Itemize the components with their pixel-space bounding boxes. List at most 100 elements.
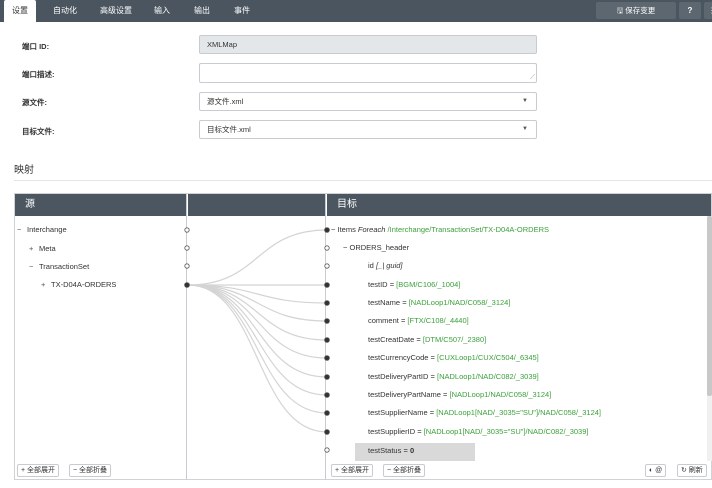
target-field-expression: [BGM/C106/_1004] (396, 280, 461, 289)
port-description-textarea[interactable]: ⟋ (199, 63, 537, 83)
connector-port (324, 282, 330, 288)
tab-input[interactable]: 输入 (154, 6, 170, 15)
target-field-name: testSupplierID (368, 427, 416, 436)
tree-node-interchange[interactable]: −Interchange (17, 225, 67, 234)
target-field-expression: [NADLoop1/NAD/C058/_3124] (449, 390, 552, 399)
save-icon: 🖫 (616, 6, 624, 15)
target-field-test-status[interactable]: testStatus = 0 (368, 446, 415, 455)
help-button[interactable]: ? (679, 2, 701, 19)
port-id-field: XMLMap (199, 35, 537, 54)
pane-divider (186, 194, 187, 480)
target-field-row[interactable]: testDeliveryPartID = [NADLoop1/NAD/C082/… (368, 372, 539, 381)
expand-icon[interactable]: + (41, 280, 46, 289)
target-field-row[interactable]: comment = [FTX/C108/_4440] (368, 316, 469, 325)
tree-node-label: Meta (39, 244, 56, 253)
tree-node-label: TransactionSet (39, 262, 90, 271)
top-tab-bar: 设置 自动化 高级设置 输入 输出 事件 🖫 保存变更 ? ⋮ (0, 0, 712, 22)
target-scrollbar-thumb[interactable] (707, 216, 712, 396)
connector-port (324, 318, 330, 324)
connector-port (324, 337, 330, 343)
expand-all-button[interactable]: + 全部展开 (17, 464, 60, 477)
more-menu-button[interactable]: ⋮ (704, 2, 712, 19)
target-field-row[interactable]: testSupplierID = [NADLoop1[NAD/_3035="SU… (368, 427, 589, 436)
target-field-expression: [NADLoop1[NAD/_3035="SU"]/NAD/C058/_3124… (436, 408, 601, 417)
connector-line (187, 284, 328, 378)
collapse-all-button[interactable]: − 全部折叠 (383, 464, 426, 477)
connector-port (324, 392, 330, 398)
connector-port (184, 227, 190, 233)
section-divider (14, 180, 712, 181)
mapping-section-title: 映射 (14, 165, 34, 176)
tree-node-tx-d04a-orders[interactable]: +TX-D04A-ORDERS (41, 280, 116, 289)
target-file-select[interactable]: 目标文件.xml ▼ (199, 120, 537, 139)
connector-port (184, 263, 190, 269)
collapse-icon[interactable]: − (29, 262, 34, 271)
target-node-items[interactable]: − Items Foreach /Interchange/Transaction… (327, 221, 710, 239)
collapse-icon[interactable]: − (343, 243, 348, 252)
tab-settings[interactable]: 设置 (4, 0, 36, 22)
collapse-icon[interactable]: − (331, 225, 336, 234)
connector-port (324, 355, 330, 361)
selected-row-highlight (355, 443, 475, 461)
connector-port (184, 282, 190, 288)
connector-port (324, 263, 330, 269)
connector-port (184, 245, 190, 251)
tab-output[interactable]: 输出 (194, 6, 210, 15)
tree-node-transactionset[interactable]: −TransactionSet (29, 262, 89, 271)
help-icon: ? (687, 6, 693, 15)
connector-port (324, 227, 330, 233)
tree-node-meta[interactable]: + Meta (29, 244, 56, 253)
target-field-row[interactable]: testName = [NADLoop1/NAD/C058/_3124] (368, 298, 511, 307)
expand-all-button[interactable]: + 全部展开 (331, 464, 374, 477)
foreach-path: /Interchange/TransactionSet/TX-D04A-ORDE… (387, 225, 549, 234)
connector-line (187, 284, 328, 341)
target-node-orders-header[interactable]: − ORDERS_header (327, 239, 710, 257)
connector-line (187, 284, 328, 414)
connector-port (324, 410, 330, 416)
save-changes-button[interactable]: 🖫 保存变更 (596, 2, 676, 19)
expand-icon[interactable]: + (29, 244, 34, 253)
save-changes-label: 保存变更 (625, 6, 656, 15)
connector-port (324, 245, 330, 251)
target-field-expression: [NADLoop1/NAD/C058/_3124] (408, 298, 511, 307)
target-field-name: testName (368, 298, 401, 307)
target-field-row[interactable]: testID = [BGM/C106/_1004] (368, 280, 461, 289)
target-field-row[interactable]: testDeliveryPartName = [NADLoop1/NAD/C05… (368, 390, 552, 399)
collapse-icon[interactable]: − (17, 225, 22, 234)
target-field-expression: 0 (409, 446, 415, 455)
target-field-name: id (368, 261, 374, 270)
connector-line (187, 284, 328, 322)
port-id-value: XMLMap (207, 40, 238, 49)
tab-automation[interactable]: 自动化 (53, 6, 77, 15)
target-field-row[interactable]: testSupplierName = [NADLoop1[NAD/_3035="… (368, 408, 601, 417)
target-field-name: testSupplierName (368, 408, 428, 417)
tab-events[interactable]: 事件 (234, 6, 250, 15)
resize-handle-icon[interactable]: ⟋ (530, 74, 535, 81)
target-pane-title: 目标 (337, 199, 357, 210)
connector-line (187, 284, 328, 359)
target-field-row[interactable]: testCreatDate = [DTM/C507/_2380] (368, 335, 487, 344)
tab-advanced-settings[interactable]: 高级设置 (100, 6, 132, 15)
connector-port (324, 429, 330, 435)
connector-port (324, 300, 330, 306)
target-field-name: testDeliveryPartName (368, 390, 441, 399)
target-field-id[interactable]: id [_| guid] (327, 257, 710, 275)
connector-line (187, 229, 328, 286)
refresh-button[interactable]: ↻ 刷新 (677, 464, 707, 477)
connector-port (324, 447, 330, 453)
target-field-expression: [NADLoop1/NAD/C082/_3039] (437, 372, 539, 381)
view-toggle-button[interactable]: ◐ @ (645, 464, 667, 477)
target-field-name: testCreatDate (368, 335, 415, 344)
source-file-label: 源文件: (22, 98, 47, 107)
port-description-label: 端口描述: (22, 70, 55, 79)
target-pane-header: 目标 (327, 194, 711, 216)
port-id-label: 端口 ID: (22, 42, 50, 51)
target-field-row[interactable]: testCurrencyCode = [CUXLoop1/CUX/C504/_6… (368, 353, 539, 362)
source-file-select[interactable]: 源文件.xml ▼ (199, 92, 537, 111)
target-field-name: testCurrencyCode (368, 353, 429, 362)
collapse-all-button[interactable]: − 全部折叠 (69, 464, 112, 477)
chevron-down-icon: ▼ (522, 126, 528, 132)
target-field-expression: [CUXLoop1/CUX/C504/_6345] (437, 353, 539, 362)
target-field-name: comment (368, 316, 399, 325)
